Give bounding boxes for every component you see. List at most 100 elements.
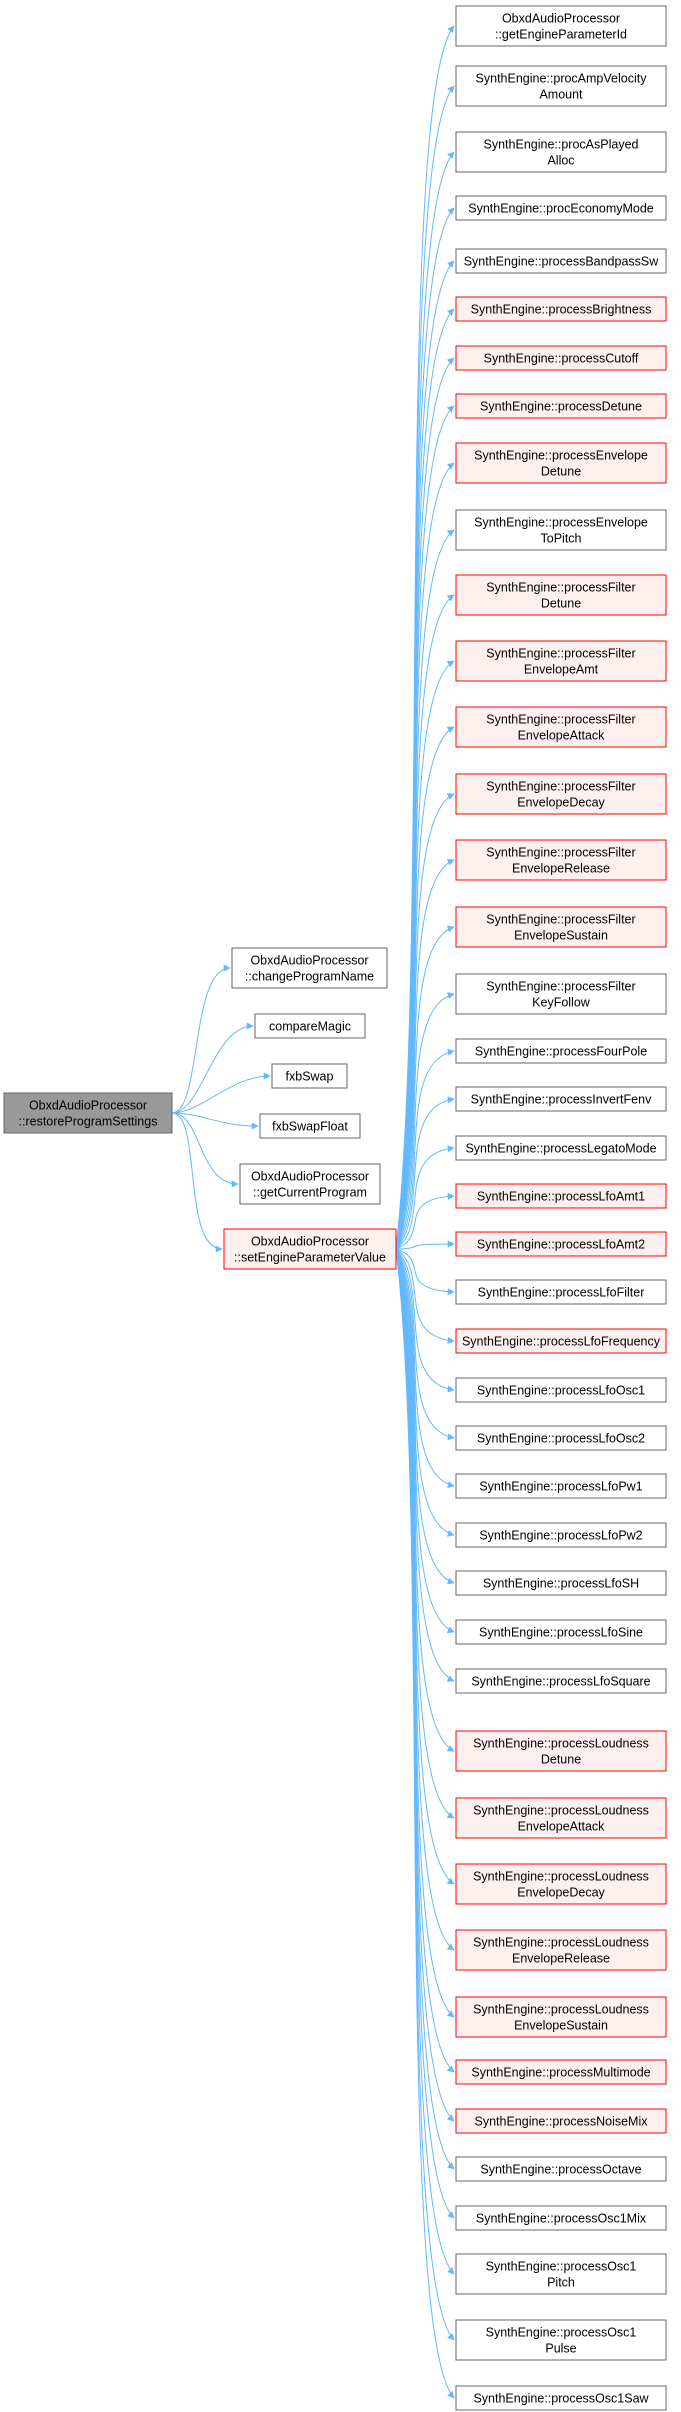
node-synthengine-processfilterenvelopeattack-label-line: EnvelopeAttack xyxy=(518,729,606,743)
node-synthengine-processloudnessdetune-box xyxy=(455,1730,667,1772)
node-synthengine-processfilterenveloperelease[interactable]: SynthEngine::processFilterEnvelopeReleas… xyxy=(455,839,667,881)
node-obxdaudioprocessor-getcurrentprogram-label-line: ::getCurrentProgram xyxy=(253,1186,367,1200)
edge-to-synthengine-processosc1pitch xyxy=(395,1248,455,2275)
node-synthengine-processinvertfenv-box xyxy=(455,1086,667,1112)
node-synthengine-processfilterenvelopesustain-label-line: EnvelopeSustain xyxy=(514,929,608,943)
edge-to-synthengine-processloudnessenvelopesustain xyxy=(395,1248,455,2018)
node-synthengine-processfilterkeyfollow-label-line: KeyFollow xyxy=(532,996,591,1010)
node-synthengine-processosc1mix[interactable]: SynthEngine::processOsc1Mix xyxy=(455,2205,667,2231)
node-synthengine-processenvelopedetune-box xyxy=(455,442,667,484)
node-obxdaudioprocessor-getengineparameterid[interactable]: ObxdAudioProcessor::getEngineParameterId xyxy=(455,5,667,47)
node-fxbswapfloat[interactable]: fxbSwapFloat xyxy=(259,1113,361,1139)
node-obxdaudioprocessor-setengineparametervalue[interactable]: ObxdAudioProcessor::setEngineParameterVa… xyxy=(223,1228,397,1270)
node-synthengine-proceconomymode[interactable]: SynthEngine::procEconomyMode xyxy=(455,195,667,221)
edge-to-synthengine-processfourpole xyxy=(395,1048,455,1250)
node-synthengine-processloudnessenveloperelease[interactable]: SynthEngine::processLoudnessEnvelopeRele… xyxy=(455,1929,667,1971)
node-synthengine-processlfosine[interactable]: SynthEngine::processLfoSine xyxy=(455,1619,667,1645)
edge-to-synthengine-processloudnessdetune xyxy=(395,1248,455,1752)
node-synthengine-processosc1mix-label-line: SynthEngine::processOsc1Mix xyxy=(476,2212,647,2226)
edge-to-synthengine-processlfopw2 xyxy=(395,1248,455,1537)
node-synthengine-processcutoff[interactable]: SynthEngine::processCutoff xyxy=(455,345,667,371)
node-obxdaudioprocessor-setengineparametervalue-label-line: ObxdAudioProcessor xyxy=(251,1235,369,1249)
edge-to-synthengine-processfilterdetune xyxy=(395,594,455,1250)
edge-to-synthengine-processlegatomode xyxy=(395,1145,455,1250)
node-obxdaudioprocessor-getcurrentprogram-label-line: ObxdAudioProcessor xyxy=(251,1170,369,1184)
node-synthengine-processosc1mix-box xyxy=(455,2205,667,2231)
node-synthengine-processmultimode-label-line: SynthEngine::processMultimode xyxy=(471,2066,650,2080)
node-restore-program-settings-box xyxy=(3,1092,173,1134)
node-synthengine-processdetune-label-line: SynthEngine::processDetune xyxy=(480,400,642,414)
edge-to-synthengine-processenvelopetopitch xyxy=(395,529,455,1250)
node-synthengine-processlfofrequency[interactable]: SynthEngine::processLfoFrequency xyxy=(455,1328,667,1354)
node-synthengine-processmultimode[interactable]: SynthEngine::processMultimode xyxy=(455,2059,667,2085)
node-synthengine-processlfopw2[interactable]: SynthEngine::processLfoPw2 xyxy=(455,1522,667,1548)
node-comparemagic[interactable]: compareMagic xyxy=(254,1013,366,1039)
node-synthengine-processbrightness-label-line: SynthEngine::processBrightness xyxy=(471,303,652,317)
node-synthengine-processoctave[interactable]: SynthEngine::processOctave xyxy=(455,2156,667,2182)
node-synthengine-processfilterdetune-box xyxy=(455,574,667,616)
edges xyxy=(171,25,455,2399)
node-synthengine-processloudnessenvelopedecay-label-line: SynthEngine::processLoudness xyxy=(473,1870,649,1884)
node-synthengine-processlfoosc2[interactable]: SynthEngine::processLfoOsc2 xyxy=(455,1425,667,1451)
edge-to-obxdaudioprocessor-getengineparameterid xyxy=(395,25,455,1250)
node-synthengine-processfilterenvelopeattack-box xyxy=(455,706,667,748)
node-synthengine-processdetune[interactable]: SynthEngine::processDetune xyxy=(455,393,667,419)
node-synthengine-processdetune-box xyxy=(455,393,667,419)
node-synthengine-processloudnessenvelopesustain-label-line: EnvelopeSustain xyxy=(514,2019,608,2033)
node-synthengine-processlfoamt1-label-line: SynthEngine::processLfoAmt1 xyxy=(477,1190,645,1204)
node-synthengine-processbandpasssw[interactable]: SynthEngine::processBandpassSw xyxy=(455,248,667,274)
node-obxdaudioprocessor-setengineparametervalue-box xyxy=(223,1228,397,1270)
node-synthengine-processmultimode-box xyxy=(455,2059,667,2085)
edge-to-synthengine-processlfopw1 xyxy=(395,1248,455,1488)
node-synthengine-processbrightness[interactable]: SynthEngine::processBrightness xyxy=(455,296,667,322)
node-obxdaudioprocessor-changeprogramname[interactable]: ObxdAudioProcessor::changeProgramName xyxy=(231,947,388,989)
node-synthengine-processloudnessenvelopedecay[interactable]: SynthEngine::processLoudnessEnvelopeDeca… xyxy=(455,1863,667,1905)
node-synthengine-processlfoosc2-box xyxy=(455,1425,667,1451)
node-synthengine-processfilterenvelopeattack-label-line: SynthEngine::processFilter xyxy=(486,713,635,727)
node-synthengine-processfilterenvelopesustain[interactable]: SynthEngine::processFilterEnvelopeSustai… xyxy=(455,906,667,948)
node-synthengine-processnoisemix-box xyxy=(455,2108,667,2134)
node-obxdaudioprocessor-getcurrentprogram[interactable]: ObxdAudioProcessor::getCurrentProgram xyxy=(239,1163,381,1205)
node-synthengine-processfourpole[interactable]: SynthEngine::processFourPole xyxy=(455,1038,667,1064)
node-synthengine-processinvertfenv[interactable]: SynthEngine::processInvertFenv xyxy=(455,1086,667,1112)
node-synthengine-processfilterenvelopedecay-box xyxy=(455,773,667,815)
node-fxbswap[interactable]: fxbSwap xyxy=(271,1063,348,1089)
node-synthengine-processlfoosc1[interactable]: SynthEngine::processLfoOsc1 xyxy=(455,1377,667,1403)
node-synthengine-processfourpole-box xyxy=(455,1038,667,1064)
edge-to-synthengine-processloudnessenvelopeattack xyxy=(395,1248,455,1819)
node-synthengine-processloudnessenvelopeattack-label-line: SynthEngine::processLoudness xyxy=(473,1804,649,1818)
node-synthengine-processlfosquare[interactable]: SynthEngine::processLfoSquare xyxy=(455,1668,667,1694)
node-synthengine-processlfosh[interactable]: SynthEngine::processLfoSH xyxy=(455,1570,667,1596)
node-synthengine-processloudnessenvelopeattack[interactable]: SynthEngine::processLoudnessEnvelopeAtta… xyxy=(455,1797,667,1839)
edge-to-synthengine-processlfoosc2 xyxy=(395,1248,455,1441)
node-synthengine-processlegatomode-box xyxy=(455,1135,667,1161)
node-synthengine-processlfofilter[interactable]: SynthEngine::processLfoFilter xyxy=(455,1279,667,1305)
edge-to-synthengine-processfilterenvelopedecay xyxy=(395,793,455,1250)
node-synthengine-processnoisemix[interactable]: SynthEngine::processNoiseMix xyxy=(455,2108,667,2134)
edge-to-synthengine-processloudnessenveloperelease xyxy=(395,1248,455,1951)
node-restore-program-settings[interactable]: ObxdAudioProcessor::restoreProgramSettin… xyxy=(3,1092,173,1134)
node-synthengine-processlfopw1[interactable]: SynthEngine::processLfoPw1 xyxy=(455,1473,667,1499)
node-restore-program-settings-label-line: ::restoreProgramSettings xyxy=(19,1115,158,1129)
node-synthengine-processosc1saw[interactable]: SynthEngine::processOsc1Saw xyxy=(455,2385,667,2411)
node-synthengine-processlfosquare-box xyxy=(455,1668,667,1694)
node-synthengine-processlfoamt2[interactable]: SynthEngine::processLfoAmt2 xyxy=(455,1231,667,1257)
node-synthengine-processlfoamt1[interactable]: SynthEngine::processLfoAmt1 xyxy=(455,1183,667,1209)
node-synthengine-processloudnessenvelopesustain[interactable]: SynthEngine::processLoudnessEnvelopeSust… xyxy=(455,1996,667,2038)
node-synthengine-processlfoamt1-box xyxy=(455,1183,667,1209)
node-synthengine-processlfosine-label-line: SynthEngine::processLfoSine xyxy=(479,1626,643,1640)
node-synthengine-processlegatomode[interactable]: SynthEngine::processLegatoMode xyxy=(455,1135,667,1161)
